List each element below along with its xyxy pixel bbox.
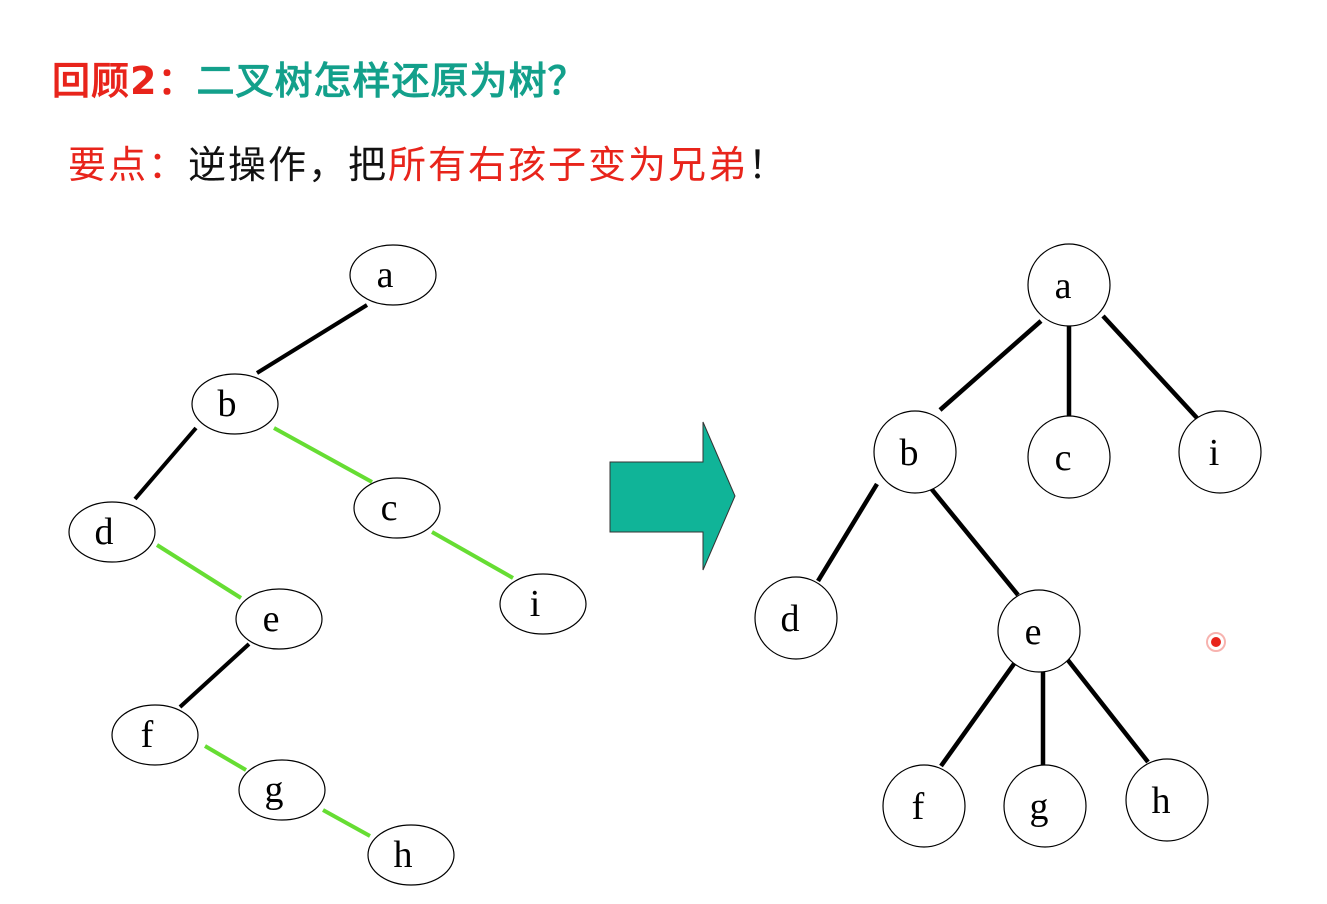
tree-node-label: i <box>1209 432 1220 474</box>
binary-node-f: f <box>111 704 199 766</box>
binary-node-d: d <box>68 501 156 563</box>
key-point-end: ！ <box>748 143 789 187</box>
key-point-label: 要点： <box>68 143 189 187</box>
tree-node-label: d <box>781 598 800 640</box>
tree-node-shape <box>1125 758 1209 842</box>
binary-node-i: i <box>499 573 587 635</box>
binary-node-shape <box>235 588 323 650</box>
binary-node-h: h <box>367 824 455 886</box>
tree-node-e: e <box>997 589 1081 673</box>
page-title: 回顾2：二叉树怎样还原为树？ <box>52 50 586 105</box>
binary-tree-edges <box>133 303 514 838</box>
tree-node-shape <box>997 589 1081 673</box>
binary-tree-nodes: a b c d e i f g h <box>68 244 587 886</box>
binary-node-label: b <box>218 383 237 425</box>
binary-node-label: a <box>377 254 394 296</box>
tree-edge-a-b <box>938 319 1043 412</box>
binary-edge-c-i <box>431 530 514 580</box>
tree-node-b: b <box>873 410 957 494</box>
binary-edge-b-d <box>133 426 198 501</box>
key-point: 要点：逆操作，把所有右孩子变为兄弟！ <box>68 134 788 189</box>
tree-node-shape <box>754 576 838 660</box>
tree-node-i: i <box>1178 410 1262 494</box>
binary-node-label: c <box>381 487 398 529</box>
tree-node-label: f <box>912 786 925 828</box>
binary-node-shape <box>367 824 455 886</box>
binary-node-shape <box>499 573 587 635</box>
binary-node-c: c <box>353 477 441 539</box>
binary-node-e: e <box>235 588 323 650</box>
binary-node-label: f <box>141 714 154 756</box>
pointer-halo-icon <box>1206 632 1226 652</box>
pointer-dot-icon <box>1211 637 1221 647</box>
tree-node-shape <box>882 764 966 848</box>
right-arrow-icon <box>609 421 736 571</box>
tree-node-shape <box>1027 243 1111 327</box>
tree-edge-e-f <box>939 659 1018 768</box>
binary-edge-f-g <box>203 744 248 772</box>
binary-node-shape <box>191 373 279 435</box>
binary-node-shape <box>353 477 441 539</box>
binary-node-label: d <box>95 511 114 553</box>
tree-node-label: c <box>1055 437 1072 479</box>
key-point-highlight: 所有右孩子变为兄弟 <box>388 143 749 187</box>
tree-node-a: a <box>1027 243 1111 327</box>
binary-node-shape <box>111 704 199 766</box>
tree-node-h: h <box>1125 758 1209 842</box>
tree-node-label: b <box>900 432 919 474</box>
tree-edge-e-h <box>1065 657 1150 764</box>
binary-node-shape <box>349 244 437 306</box>
title-prefix: 回顾2： <box>52 59 197 103</box>
binary-node-shape <box>68 501 156 563</box>
tree-node-shape <box>1178 410 1262 494</box>
general-tree-edges <box>816 314 1199 768</box>
tree-node-label: h <box>1152 780 1171 822</box>
tree-edge-b-e <box>923 479 1020 597</box>
title-question: 二叉树怎样还原为树？ <box>196 59 587 103</box>
tree-node-c: c <box>1027 415 1111 499</box>
tree-node-d: d <box>754 576 838 660</box>
tree-node-shape <box>1003 764 1087 848</box>
tree-node-f: f <box>882 764 966 848</box>
binary-node-shape <box>238 759 326 821</box>
binary-node-label: g <box>265 769 284 811</box>
tree-node-shape <box>873 410 957 494</box>
general-tree-nodes: a b c i d e f g h <box>754 243 1262 848</box>
tree-node-g: g <box>1003 764 1087 848</box>
tree-node-label: e <box>1025 611 1042 653</box>
tree-edge-b-d <box>816 482 879 583</box>
binary-node-a: a <box>349 244 437 306</box>
key-point-text: 逆操作，把 <box>188 143 389 187</box>
binary-node-g: g <box>238 759 326 821</box>
binary-edge-e-f <box>178 642 251 709</box>
binary-edge-g-h <box>322 808 371 838</box>
binary-node-label: i <box>530 583 541 625</box>
binary-edge-d-e <box>155 543 243 600</box>
binary-edge-b-c <box>273 426 373 484</box>
binary-node-label: h <box>394 834 413 876</box>
binary-node-label: e <box>263 598 280 640</box>
tree-node-label: g <box>1030 786 1049 828</box>
tree-node-label: a <box>1055 265 1072 307</box>
tree-edge-a-i <box>1101 314 1199 420</box>
binary-edge-a-b <box>255 303 369 375</box>
binary-node-b: b <box>191 373 279 435</box>
tree-node-shape <box>1027 415 1111 499</box>
